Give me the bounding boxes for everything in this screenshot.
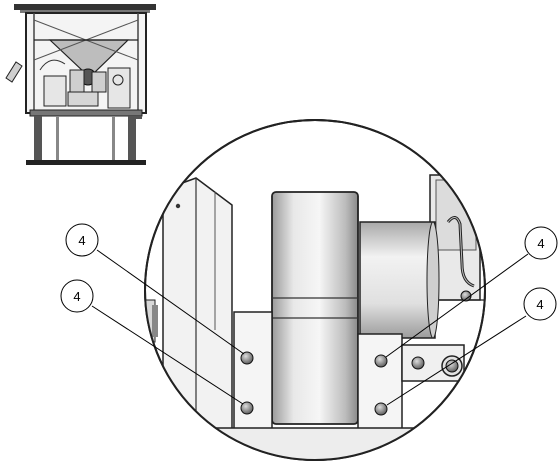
svg-text:4: 4 xyxy=(78,233,85,248)
leader-lines xyxy=(91,249,529,406)
svg-text:4: 4 xyxy=(73,289,80,304)
overview-thumbnail xyxy=(5,4,156,165)
callout-c2: 4 xyxy=(60,279,94,313)
callout-c4: 4 xyxy=(523,287,557,321)
callout-c1: 4 xyxy=(65,223,99,257)
svg-text:4: 4 xyxy=(537,236,544,251)
callout-c3: 4 xyxy=(524,226,558,260)
svg-text:4: 4 xyxy=(536,297,543,312)
magnified-detail xyxy=(144,119,486,461)
